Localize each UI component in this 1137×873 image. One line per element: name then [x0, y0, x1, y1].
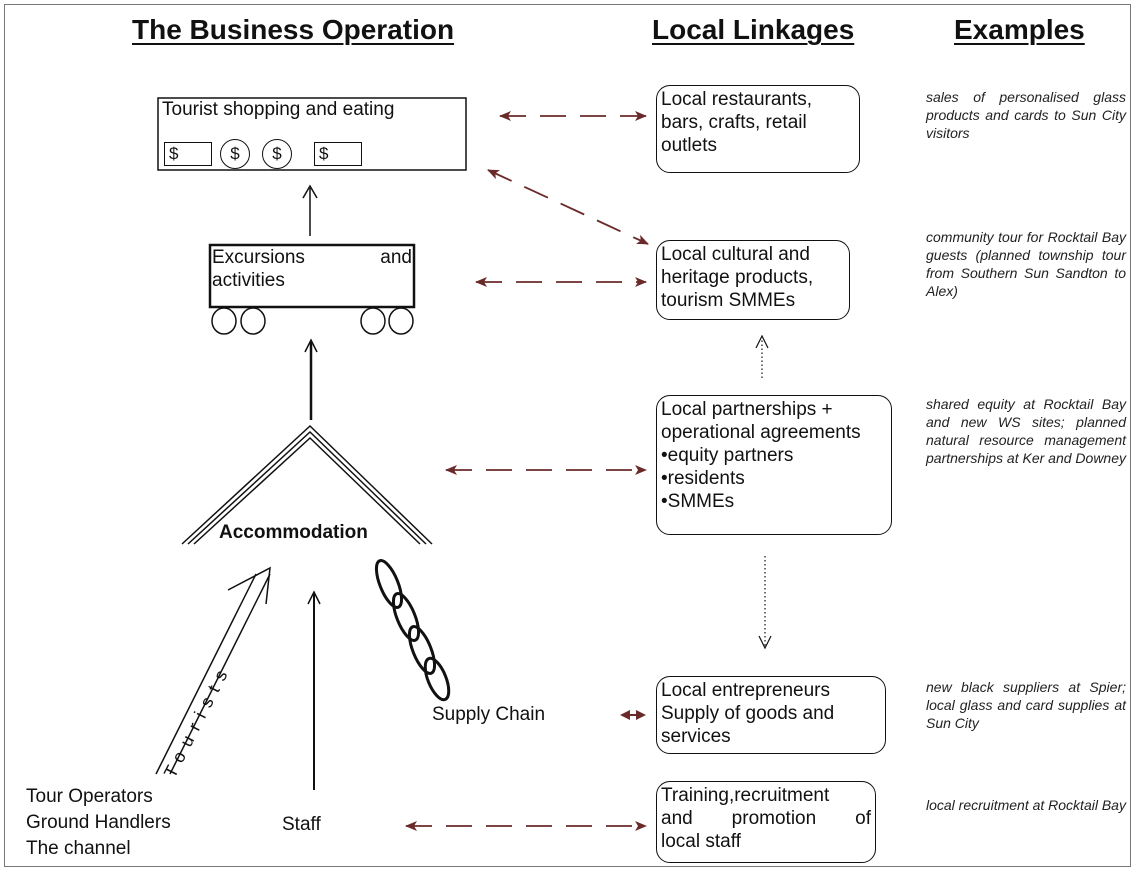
wagon-wheel — [388, 307, 414, 335]
shopping-box — [157, 97, 467, 171]
linkage-line: heritage products, — [661, 267, 814, 288]
example-entrepreneurs: new black suppliers at Spier; local glas… — [926, 679, 1126, 731]
channel-line-1: Tour Operators — [26, 786, 153, 807]
arrowhead — [304, 338, 318, 353]
linkage-training: Training,recruitment and promotion of lo… — [656, 781, 876, 863]
linkage-text: and promotion of — [661, 808, 871, 829]
linkage-cultural: Local cultural and heritage products, to… — [656, 240, 850, 320]
example-cultural: community tour for Rocktail Bay guests (… — [926, 229, 1126, 299]
linkage-line: outlets — [661, 135, 717, 156]
supply-chain-label: Supply Chain — [432, 704, 546, 725]
diagram-frame — [4, 4, 1131, 867]
dollar-bill-icon: $ — [164, 142, 212, 166]
activities-word: activities — [212, 270, 285, 291]
dollar-coin-icon: $ — [262, 139, 292, 169]
link-arrow-shopping-cultural — [487, 169, 649, 245]
heading-local-linkages: Local Linkages — [652, 14, 855, 45]
example-restaurants: sales of personalised glass products and… — [926, 89, 1126, 141]
heading-examples: Examples — [954, 14, 1085, 45]
wagon-wheel — [211, 307, 237, 335]
linkage-line: Local restaurants, — [661, 89, 813, 110]
dollar-coin-icon: $ — [220, 139, 250, 169]
staff-label: Staff — [282, 814, 321, 835]
dotted-arrow-partnerships-to-entrepreneurs — [758, 556, 772, 650]
linkage-line: services — [661, 726, 731, 747]
channel-line-3: The channel — [26, 838, 131, 859]
linkage-line: •residents — [661, 468, 745, 489]
linkage-line: Training,recruitment — [661, 785, 830, 806]
dollar-bill-icon: $ — [314, 142, 362, 166]
arrowhead — [307, 590, 321, 605]
supply-chain-icon — [374, 559, 451, 702]
linkage-line: Local cultural and — [661, 244, 810, 265]
example-training: local recruitment at Rocktail Bay — [926, 797, 1126, 813]
dotted-arrow-partnerships-to-cultural — [755, 334, 769, 378]
arrowhead — [302, 184, 318, 199]
excursions-wagon — [208, 243, 416, 309]
linkage-line: local staff — [661, 831, 741, 852]
accommodation-label: Accommodation — [219, 522, 368, 543]
shopping-title: Tourist shopping and eating — [162, 99, 395, 120]
example-partnerships: shared equity at Rocktail Bay and new WS… — [926, 396, 1126, 466]
tourists-arrow — [155, 566, 271, 775]
linkage-line: Supply of goods and — [661, 703, 835, 724]
linkage-restaurants: Local restaurants, bars, crafts, retail … — [656, 85, 860, 173]
channel-line-2: Ground Handlers — [26, 812, 171, 833]
wagon-wheel — [360, 307, 386, 335]
wagon-wheel — [240, 307, 266, 335]
linkage-line: •SMMEs — [661, 491, 735, 512]
linkage-line: operational agreements — [661, 422, 861, 443]
link-arrow-supply — [620, 710, 646, 720]
linkage-line: tourism SMMEs — [661, 290, 796, 311]
excursions-label: Excursions and activities — [212, 246, 412, 292]
heading-business-operation: The Business Operation — [132, 14, 455, 45]
accommodation-roof — [181, 424, 433, 545]
linkage-line: bars, crafts, retail — [661, 112, 807, 133]
linkage-entrepreneurs: Local entrepreneurs Supply of goods and … — [656, 676, 886, 754]
linkage-partnerships: Local partnerships + operational agreeme… — [656, 395, 892, 535]
and-word: and — [380, 247, 412, 268]
linkage-line: Local partnerships + — [661, 399, 833, 420]
linkage-line: and promotion of — [661, 807, 871, 830]
linkage-line: •equity partners — [661, 445, 794, 466]
linkage-line: Local entrepreneurs — [661, 680, 830, 701]
excursions-word: Excursions — [212, 247, 305, 268]
